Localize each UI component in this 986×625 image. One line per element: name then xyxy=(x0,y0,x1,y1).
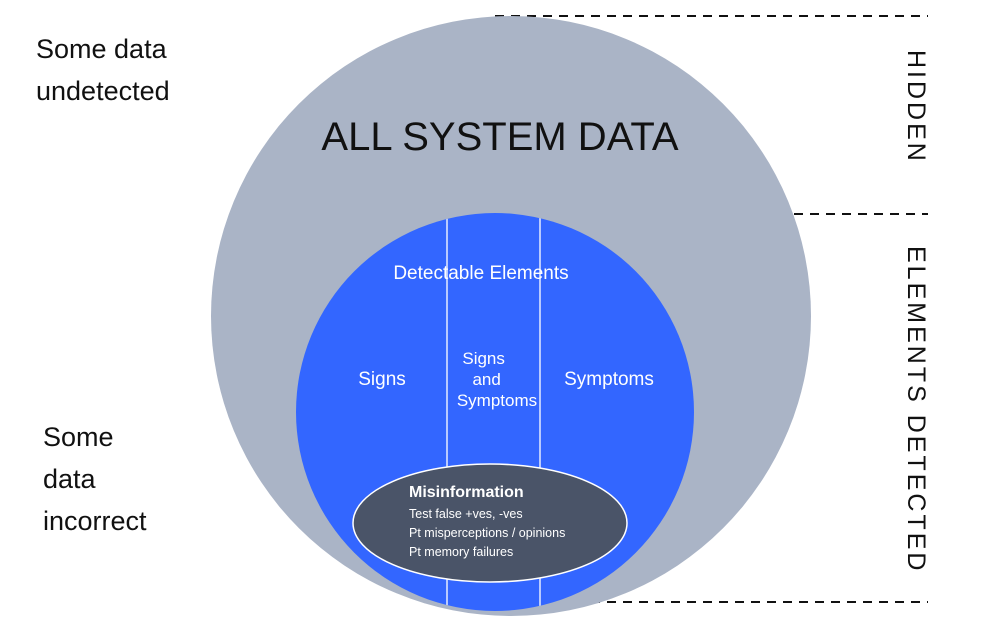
elements-detected-zone-label: ELEMENTS DETECTED xyxy=(902,246,930,574)
misinformation-title: Misinformation xyxy=(409,484,524,501)
incorrect-note-line-2: data xyxy=(43,464,96,494)
signs-and-symptoms-line-2: and xyxy=(472,370,500,389)
symptoms-label: Symptoms xyxy=(564,369,654,390)
some-data-undetected-note: Some data undetected xyxy=(36,28,170,112)
undetected-note-line-2: undetected xyxy=(36,76,170,106)
misinformation-item-2: Pt misperceptions / opinions xyxy=(409,526,565,540)
incorrect-note-line-3: incorrect xyxy=(43,506,147,536)
misinformation-item-1: Test false +ves, -ves xyxy=(409,507,523,521)
all-system-data-title: ALL SYSTEM DATA xyxy=(321,115,678,159)
signs-label: Signs xyxy=(358,369,406,390)
undetected-note-line-1: Some data xyxy=(36,34,167,64)
hidden-zone-label: HIDDEN xyxy=(902,50,930,164)
some-data-incorrect-note: Some data incorrect xyxy=(43,416,147,542)
misinformation-ellipse xyxy=(352,463,628,583)
detectable-elements-title: Detectable Elements xyxy=(393,263,568,284)
signs-and-symptoms-line-3: Symptoms xyxy=(457,391,537,410)
incorrect-note-line-1: Some xyxy=(43,422,114,452)
signs-and-symptoms-line-1: Signs xyxy=(462,349,505,368)
misinformation-item-3: Pt memory failures xyxy=(409,545,513,559)
signs-and-symptoms-label: Signs and Symptoms xyxy=(457,349,537,410)
